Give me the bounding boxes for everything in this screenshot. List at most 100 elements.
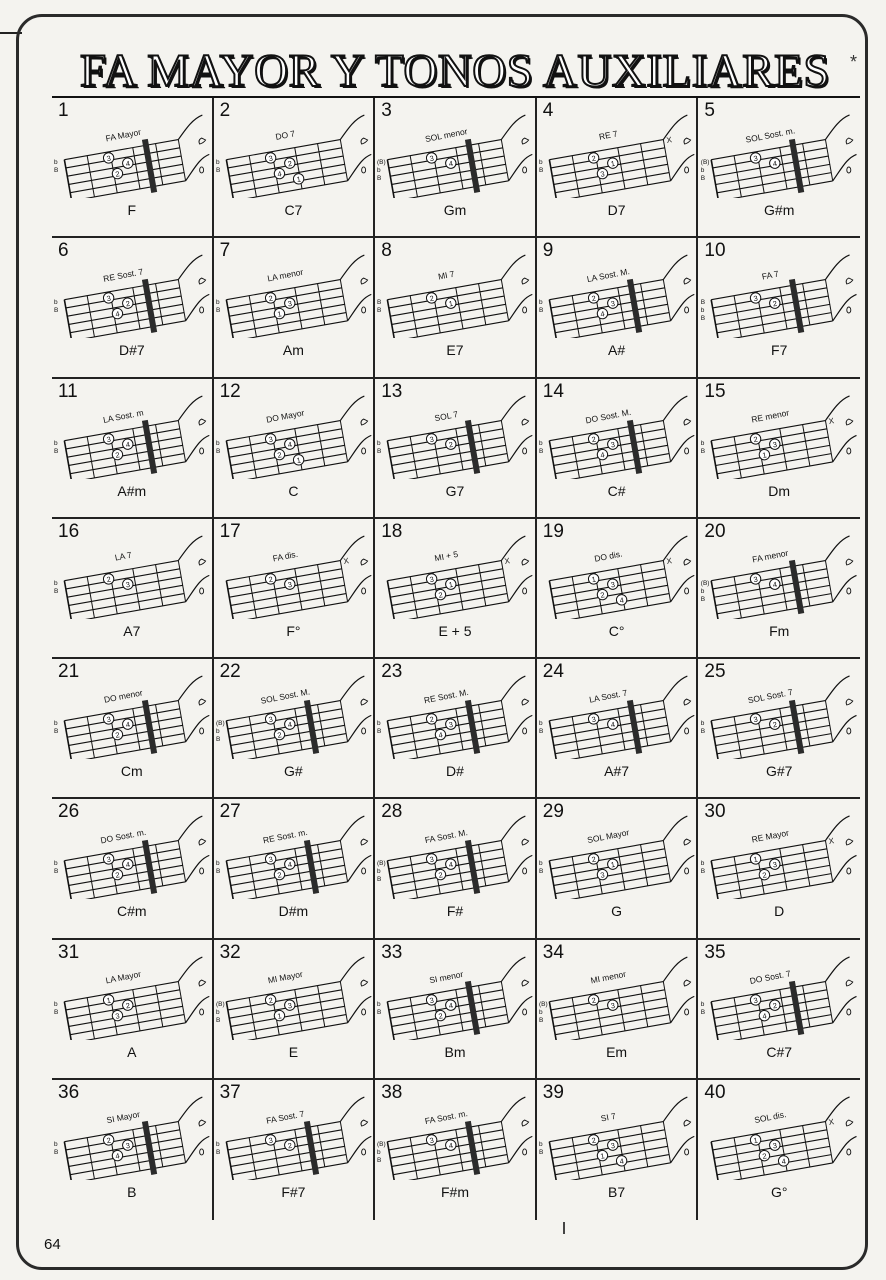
fret-line <box>549 580 556 618</box>
diagram-number: 25 <box>704 661 725 683</box>
finger-number: 3 <box>772 439 778 449</box>
finger-number: 4 <box>772 580 778 590</box>
bass-string-label: b <box>216 299 220 306</box>
headstock-curve <box>660 676 697 742</box>
fret-line <box>456 568 463 609</box>
finger-position <box>103 713 115 725</box>
string-line <box>388 701 502 721</box>
chord-name: F7 <box>698 342 860 358</box>
string-line <box>712 981 826 1001</box>
string-line <box>226 560 340 580</box>
chord-name: Em <box>537 1044 697 1060</box>
fretboard: 34 <box>702 115 860 198</box>
finger-number: 3 <box>267 154 273 164</box>
headstock-curve <box>498 676 535 742</box>
finger-number: 3 <box>125 1141 131 1151</box>
string-line <box>388 140 502 160</box>
string-line <box>393 1154 507 1174</box>
fret-line <box>712 300 719 338</box>
guitar-neck-diagram: LA Sost. M.234bB <box>537 248 697 338</box>
fret-line <box>712 1141 719 1179</box>
page-title: FA MAYOR Y TONOS AUXILIARES <box>60 42 850 100</box>
fret-line <box>133 989 140 1030</box>
tuning-peg-icon <box>522 419 529 425</box>
fret-line <box>340 841 347 882</box>
fret-line <box>572 436 579 477</box>
chord-cell: 21DO menor342bBCm <box>52 659 214 799</box>
finger-number: 1 <box>276 1011 282 1021</box>
finger-number: 4 <box>600 450 606 460</box>
finger-position <box>750 853 762 865</box>
string-line <box>712 701 826 721</box>
guitar-neck-diagram: RE 7X213bB <box>537 108 697 198</box>
chord-cell: 17FA dis.X23F° <box>214 519 376 659</box>
fret-line <box>433 572 440 613</box>
finger-number: 3 <box>610 299 616 309</box>
string-line <box>395 321 509 338</box>
diagram-number: 30 <box>704 801 725 823</box>
string-line <box>395 602 509 619</box>
chord-caption: LA Sost. m <box>102 407 144 425</box>
finger-number: 2 <box>591 294 597 304</box>
chord-cell: 32MI Mayor231(B)bBE <box>214 940 376 1080</box>
fret-line <box>502 701 509 742</box>
fret-line <box>734 857 741 898</box>
finger-position <box>426 292 438 304</box>
string-line <box>719 461 833 478</box>
headstock-curve <box>175 115 212 181</box>
fret-line <box>294 709 301 750</box>
chord-cell: 13SOL 732bBG7 <box>375 379 537 519</box>
fret-line <box>826 841 833 882</box>
string-line <box>552 857 666 877</box>
string-line <box>713 849 827 869</box>
chord-cell: 31LA Mayor123bBA <box>52 940 214 1080</box>
finger-number: 1 <box>448 580 454 590</box>
finger-number: 4 <box>610 720 616 730</box>
bass-string-label: B <box>377 307 381 314</box>
headstock-curve <box>822 115 860 181</box>
tuning-peg-icon <box>361 167 365 173</box>
tuning-peg-icon <box>200 447 204 453</box>
tuning-peg-icon <box>523 868 527 874</box>
string-line <box>389 1130 503 1150</box>
string-line <box>713 989 827 1009</box>
string-line <box>230 305 344 325</box>
tuning-peg-icon <box>684 138 691 144</box>
chord-cell: 11LA Sost. m342bBA#m <box>52 379 214 519</box>
chord-caption: RE Sost. M. <box>423 687 469 705</box>
fretboard: 231 <box>217 957 374 1040</box>
fretboard: X231 <box>702 395 860 478</box>
fret-line <box>87 576 94 617</box>
fret-line <box>712 440 719 478</box>
finger-position <box>615 1155 627 1167</box>
finger-position <box>587 853 599 865</box>
fret-line <box>712 721 719 759</box>
finger-position <box>445 578 457 590</box>
fret-line <box>226 721 233 759</box>
finger-position <box>445 858 457 870</box>
finger-number: 4 <box>448 159 454 169</box>
finger-position <box>596 308 608 320</box>
bass-string-label: b <box>54 720 58 727</box>
diagram-number: 6 <box>58 240 69 262</box>
string-line <box>64 701 178 721</box>
finger-position <box>769 438 781 450</box>
bass-string-label: B <box>701 728 705 735</box>
fret-line <box>479 705 486 746</box>
bass-string-label: B <box>539 728 543 735</box>
string-line <box>551 569 665 589</box>
bass-string-label: b <box>377 868 381 875</box>
finger-position <box>283 157 295 169</box>
fret-line <box>803 284 810 325</box>
diagram-number: 16 <box>58 521 79 543</box>
chord-cell: 10FA 732BbBF7 <box>698 238 860 378</box>
finger-position <box>759 1149 771 1161</box>
chord-name: G# <box>214 763 374 779</box>
string-line <box>716 445 830 465</box>
fret-line <box>226 1141 233 1179</box>
tuning-peg-icon <box>361 728 365 734</box>
string-line <box>70 453 184 473</box>
string-line <box>556 1022 670 1039</box>
tuning-peg-icon <box>684 307 688 313</box>
tuning-peg-icon <box>361 447 365 453</box>
